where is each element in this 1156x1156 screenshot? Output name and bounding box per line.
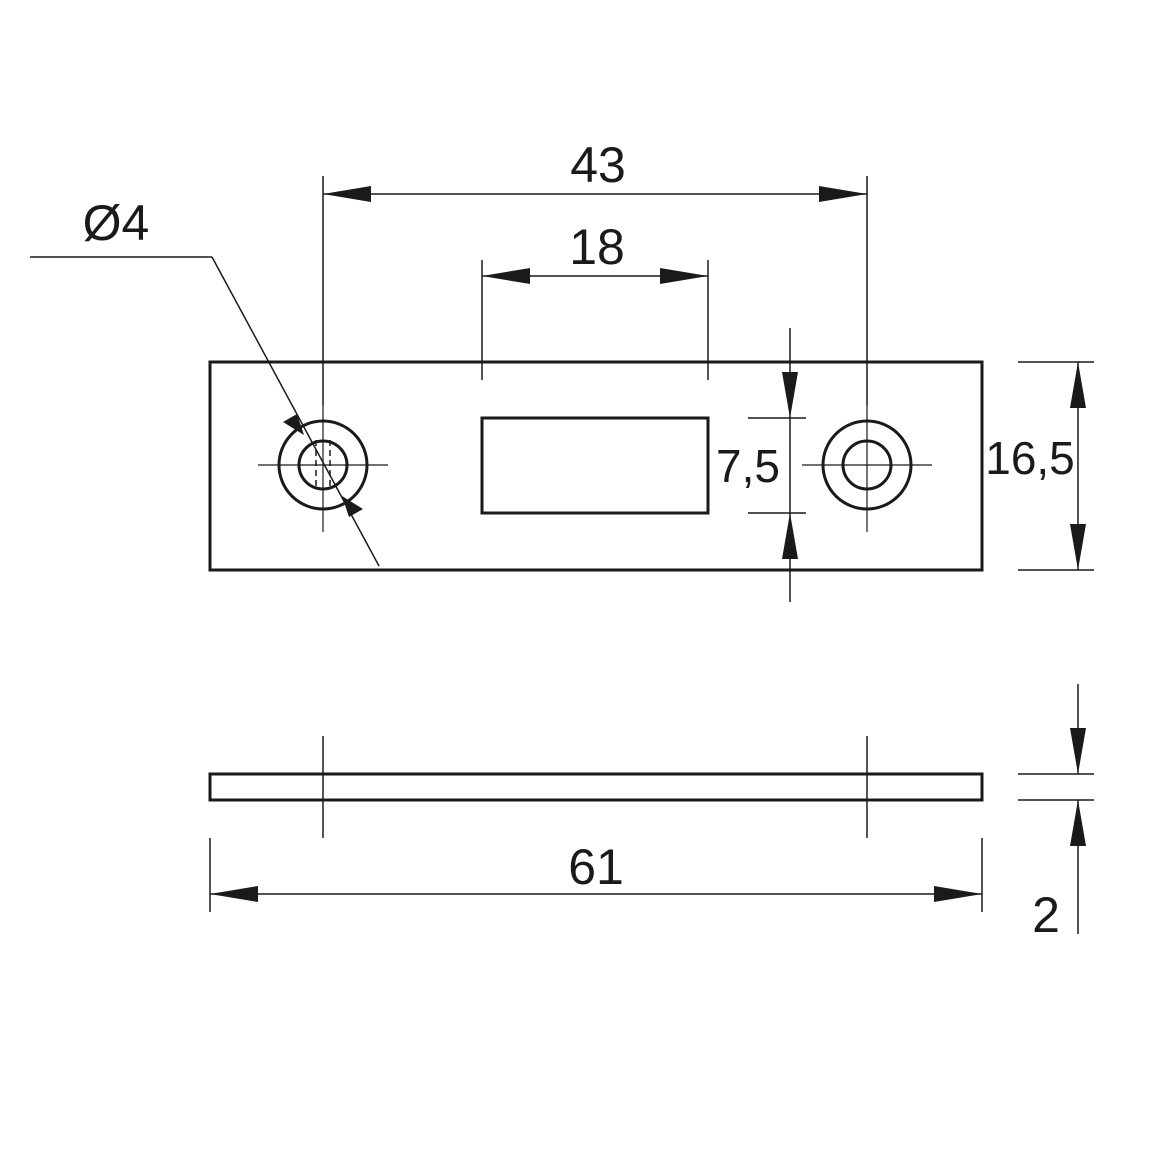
dim-plate-height: 16,5 (985, 361, 1094, 571)
slot-outline (480, 416, 710, 515)
dim-61-arrow-right (934, 886, 982, 902)
side-view: 61 2 (208, 684, 1094, 943)
plate-side-outline (208, 772, 984, 802)
dim-slot-length: 18 (481, 219, 709, 380)
dim-2-label: 2 (1032, 887, 1060, 943)
dim-16-5-arrow-bottom (1070, 524, 1086, 570)
leader-diagonal (211, 256, 380, 567)
left-hole (258, 405, 388, 532)
dim-16-5-arrow-top (1070, 362, 1086, 408)
dim-43-arrow-left (323, 186, 371, 202)
dim-61-arrow-left (210, 886, 258, 902)
leader-arrow-upper (283, 414, 304, 435)
right-hole (802, 405, 932, 532)
leader-arrow-lower (342, 496, 363, 517)
dim-7-5-label: 7,5 (716, 440, 780, 492)
dim-18-arrow-left (482, 268, 530, 284)
dim-18-label: 18 (569, 219, 625, 275)
dim-61-label: 61 (568, 839, 624, 895)
dim-43-arrow-right (819, 186, 867, 202)
dim-hole-diameter: Ø4 (30, 195, 380, 567)
dim-2-arrow-top (1070, 728, 1086, 774)
dim-plate-length: 61 (209, 838, 983, 912)
top-view: 43 18 7,5 16,5 (30, 137, 1094, 602)
plate-top-outline (208, 360, 984, 572)
dim-hole-spacing: 43 (322, 137, 868, 405)
dim-43-label: 43 (570, 137, 626, 193)
dim-18-arrow-right (660, 268, 708, 284)
dim-diameter-label: Ø4 (83, 195, 150, 251)
dim-7-5-arrow-bottom (782, 513, 798, 559)
dim-16-5-label: 16,5 (985, 432, 1075, 484)
dim-plate-thickness: 2 (1018, 684, 1094, 943)
dim-slot-height: 7,5 (716, 328, 806, 602)
dim-2-arrow-bottom (1070, 800, 1086, 846)
dim-7-5-arrow-top (782, 372, 798, 418)
